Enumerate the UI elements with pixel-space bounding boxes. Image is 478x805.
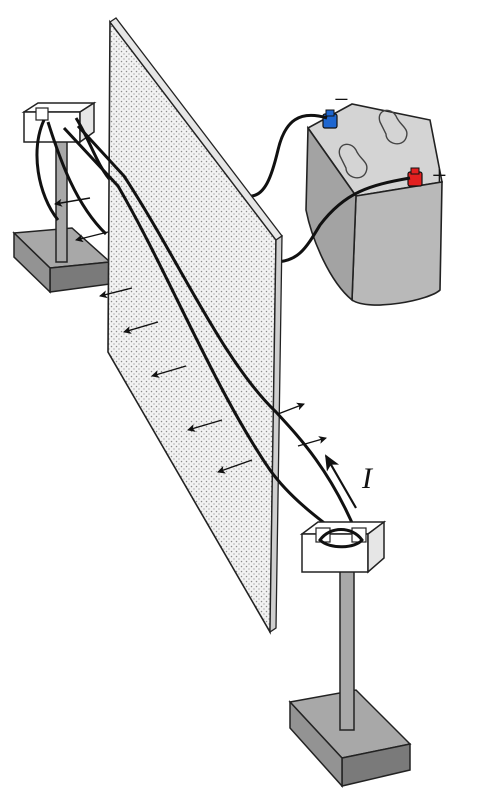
field-arrow (297, 436, 327, 447)
field-arrow (75, 231, 109, 243)
right-stand-base-side (289, 700, 343, 788)
positive-terminal-label: + (432, 161, 447, 190)
field-arrow (151, 365, 187, 378)
right-stand-post (339, 565, 355, 731)
dotted-plate-side (269, 234, 283, 634)
right-stand-block-side (367, 520, 385, 574)
right-wire-loop (318, 528, 364, 549)
left-stand (12, 101, 112, 294)
field-arrow (54, 197, 91, 207)
negative-lead (247, 113, 328, 198)
field-arrow (99, 287, 133, 299)
field-arrows (54, 197, 327, 474)
field-arrow (217, 459, 253, 474)
right-stand (288, 520, 412, 788)
battery-cell-mark-left (338, 143, 368, 179)
straight-wire (62, 124, 358, 540)
battery-cell-mark-right (378, 109, 408, 145)
current-direction-arrow (325, 454, 357, 509)
current-label: I (361, 462, 374, 495)
battery-front (351, 181, 443, 306)
negative-terminal-label: − (334, 85, 349, 114)
left-stand-notch (35, 107, 49, 121)
positive-terminal (407, 167, 423, 187)
left-stand-base-side (13, 231, 51, 294)
left-stand-base-front (49, 261, 111, 293)
left-stand-post (55, 137, 68, 263)
battery: − + (305, 85, 447, 306)
positive-lead (271, 176, 411, 264)
field-arrow (277, 402, 305, 415)
field-arrow (123, 321, 159, 334)
battery-leads (247, 113, 411, 264)
field-arrow (187, 419, 223, 432)
